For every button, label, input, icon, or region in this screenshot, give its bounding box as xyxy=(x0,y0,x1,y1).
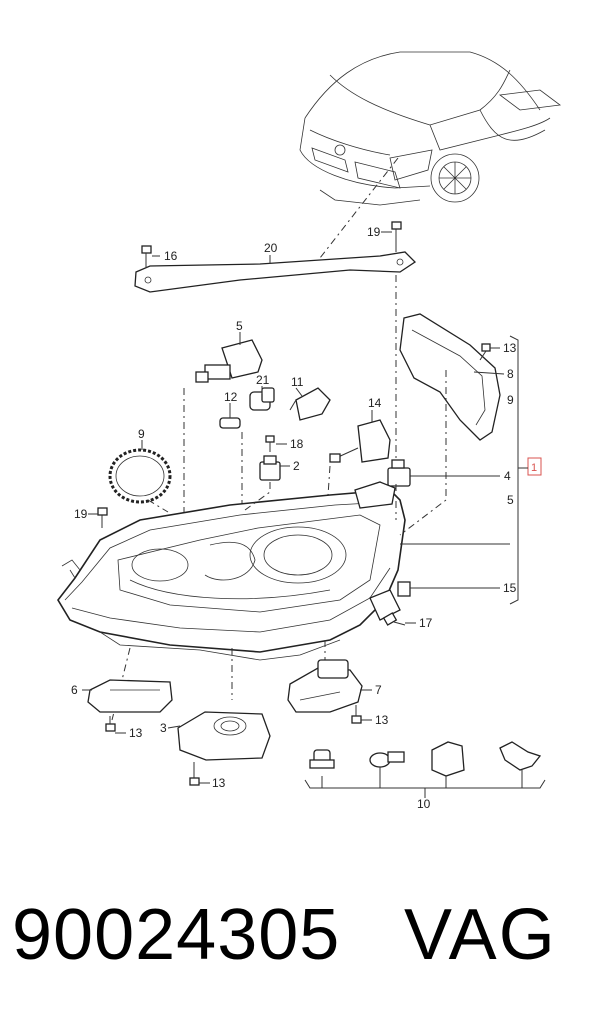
callout-19-top: 19 xyxy=(367,225,381,239)
bulb-5 xyxy=(195,339,263,383)
car-front-illustration xyxy=(299,51,562,206)
mounting-bracket xyxy=(134,251,417,293)
callout-14: 14 xyxy=(368,396,382,410)
callout-1: 1 xyxy=(531,462,537,474)
callout-19-left: 19 xyxy=(74,507,88,521)
callout-7: 7 xyxy=(375,683,382,697)
clip-15 xyxy=(397,581,411,597)
adjuster-2 xyxy=(259,455,281,481)
headlight-housing xyxy=(57,481,406,661)
callout-16: 16 xyxy=(164,249,178,263)
screw-13-b xyxy=(189,762,200,786)
callout-17: 17 xyxy=(419,616,433,630)
callout-6: 6 xyxy=(71,683,78,697)
callout-9-right: 9 xyxy=(507,393,514,407)
callout-10: 10 xyxy=(417,797,431,811)
part-number: 90024305 xyxy=(12,895,341,975)
callout-13-a: 13 xyxy=(129,726,143,740)
screw-13-a xyxy=(105,716,116,732)
brand-name: VAG xyxy=(404,895,557,975)
adjuster-4 xyxy=(387,459,411,487)
ballast-3 xyxy=(177,711,271,761)
headlight-exploded-diagram: 16 20 19 5 21 11 12 14 9 18 2 19 13 8 9 … xyxy=(57,51,562,811)
callout-1-box xyxy=(527,457,542,476)
screw-18 xyxy=(265,435,275,452)
screw-19-left xyxy=(97,507,108,528)
screw-17 xyxy=(382,612,406,626)
screw-13-cover xyxy=(479,343,491,361)
callout-2: 2 xyxy=(293,459,300,473)
callout-18: 18 xyxy=(290,437,304,451)
bulb-21 xyxy=(249,387,275,411)
callout-15: 15 xyxy=(503,581,517,595)
bulb-12 xyxy=(219,417,241,429)
callout-3: 3 xyxy=(160,721,167,735)
footer: 90024305 VAG xyxy=(0,880,600,990)
small-parts-10 xyxy=(309,741,542,777)
callout-13-c: 13 xyxy=(375,713,389,727)
bulb-11 xyxy=(289,387,331,421)
sealing-ring-9 xyxy=(108,448,172,504)
callout-13-cover: 13 xyxy=(503,341,517,355)
callout-4: 4 xyxy=(504,469,511,483)
screw-19-top xyxy=(391,221,402,252)
bracket-7 xyxy=(287,659,363,713)
callout-8: 8 xyxy=(507,367,514,381)
screw-13-c xyxy=(351,705,362,724)
callout-20: 20 xyxy=(264,241,278,255)
callout-13-b: 13 xyxy=(212,776,226,790)
callout-12: 12 xyxy=(224,390,238,404)
callout-5-right: 5 xyxy=(507,493,514,507)
rear-cover xyxy=(399,313,501,441)
screw-16 xyxy=(141,245,152,268)
control-unit-6 xyxy=(87,679,173,713)
callout-5-top: 5 xyxy=(236,319,243,333)
xenon-bulb-14 xyxy=(329,419,391,463)
callout-21: 21 xyxy=(256,373,270,387)
callout-11: 11 xyxy=(291,375,304,389)
callout-9-ring: 9 xyxy=(138,427,145,441)
